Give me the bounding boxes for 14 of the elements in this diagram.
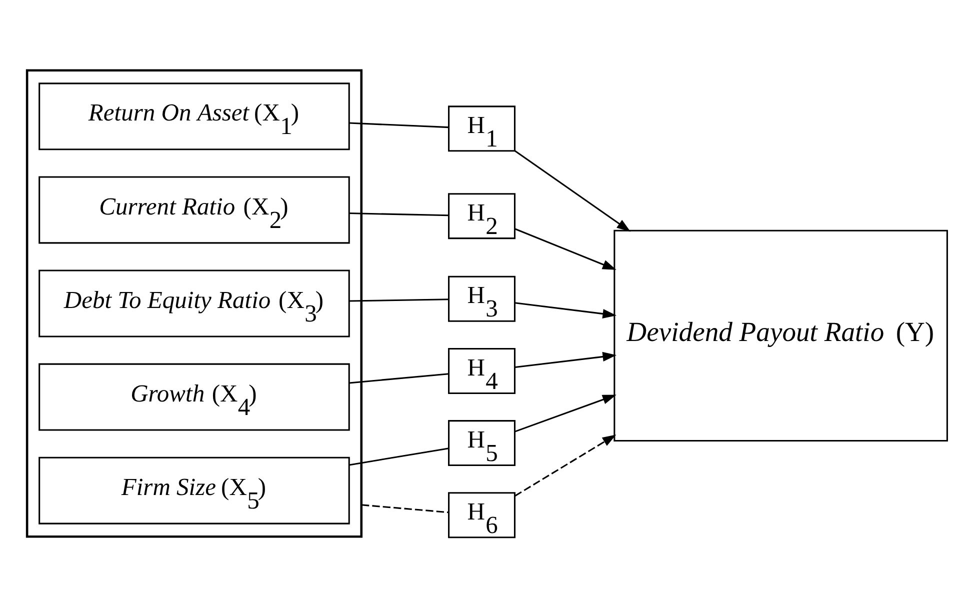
arrow: [514, 302, 617, 319]
connector: [361, 504, 449, 514]
arrow: [514, 394, 616, 432]
arrow: [514, 150, 631, 232]
node-box: Devidend Payout Ratio (Y): [614, 230, 948, 442]
arrow: [514, 228, 616, 270]
arrow: [514, 352, 617, 368]
connector: [349, 373, 449, 384]
connector: [349, 212, 449, 216]
connector: [349, 448, 449, 466]
connector: [349, 122, 449, 128]
connector: [349, 298, 449, 302]
arrow: [514, 434, 616, 497]
cluster: [26, 69, 363, 538]
